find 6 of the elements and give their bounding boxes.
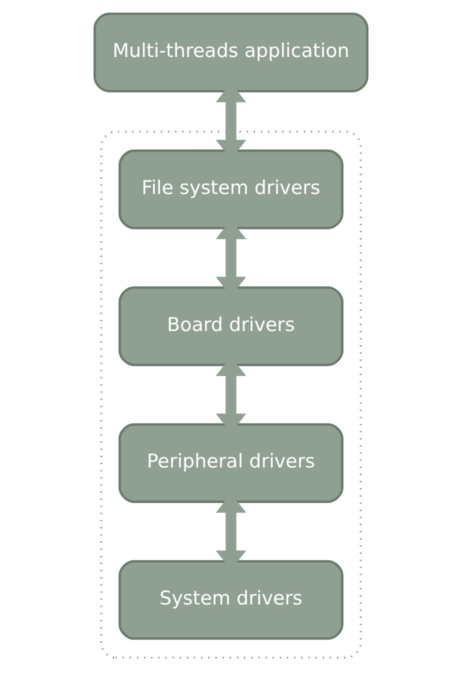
- node-box: Peripheral drivers: [118, 422, 344, 502]
- cluster: [100, 130, 362, 658]
- node-box: System drivers: [118, 560, 344, 640]
- node-box: Board drivers: [118, 286, 344, 366]
- node-box: File system drivers: [118, 149, 344, 229]
- node-box: Multi-threads application: [94, 12, 368, 92]
